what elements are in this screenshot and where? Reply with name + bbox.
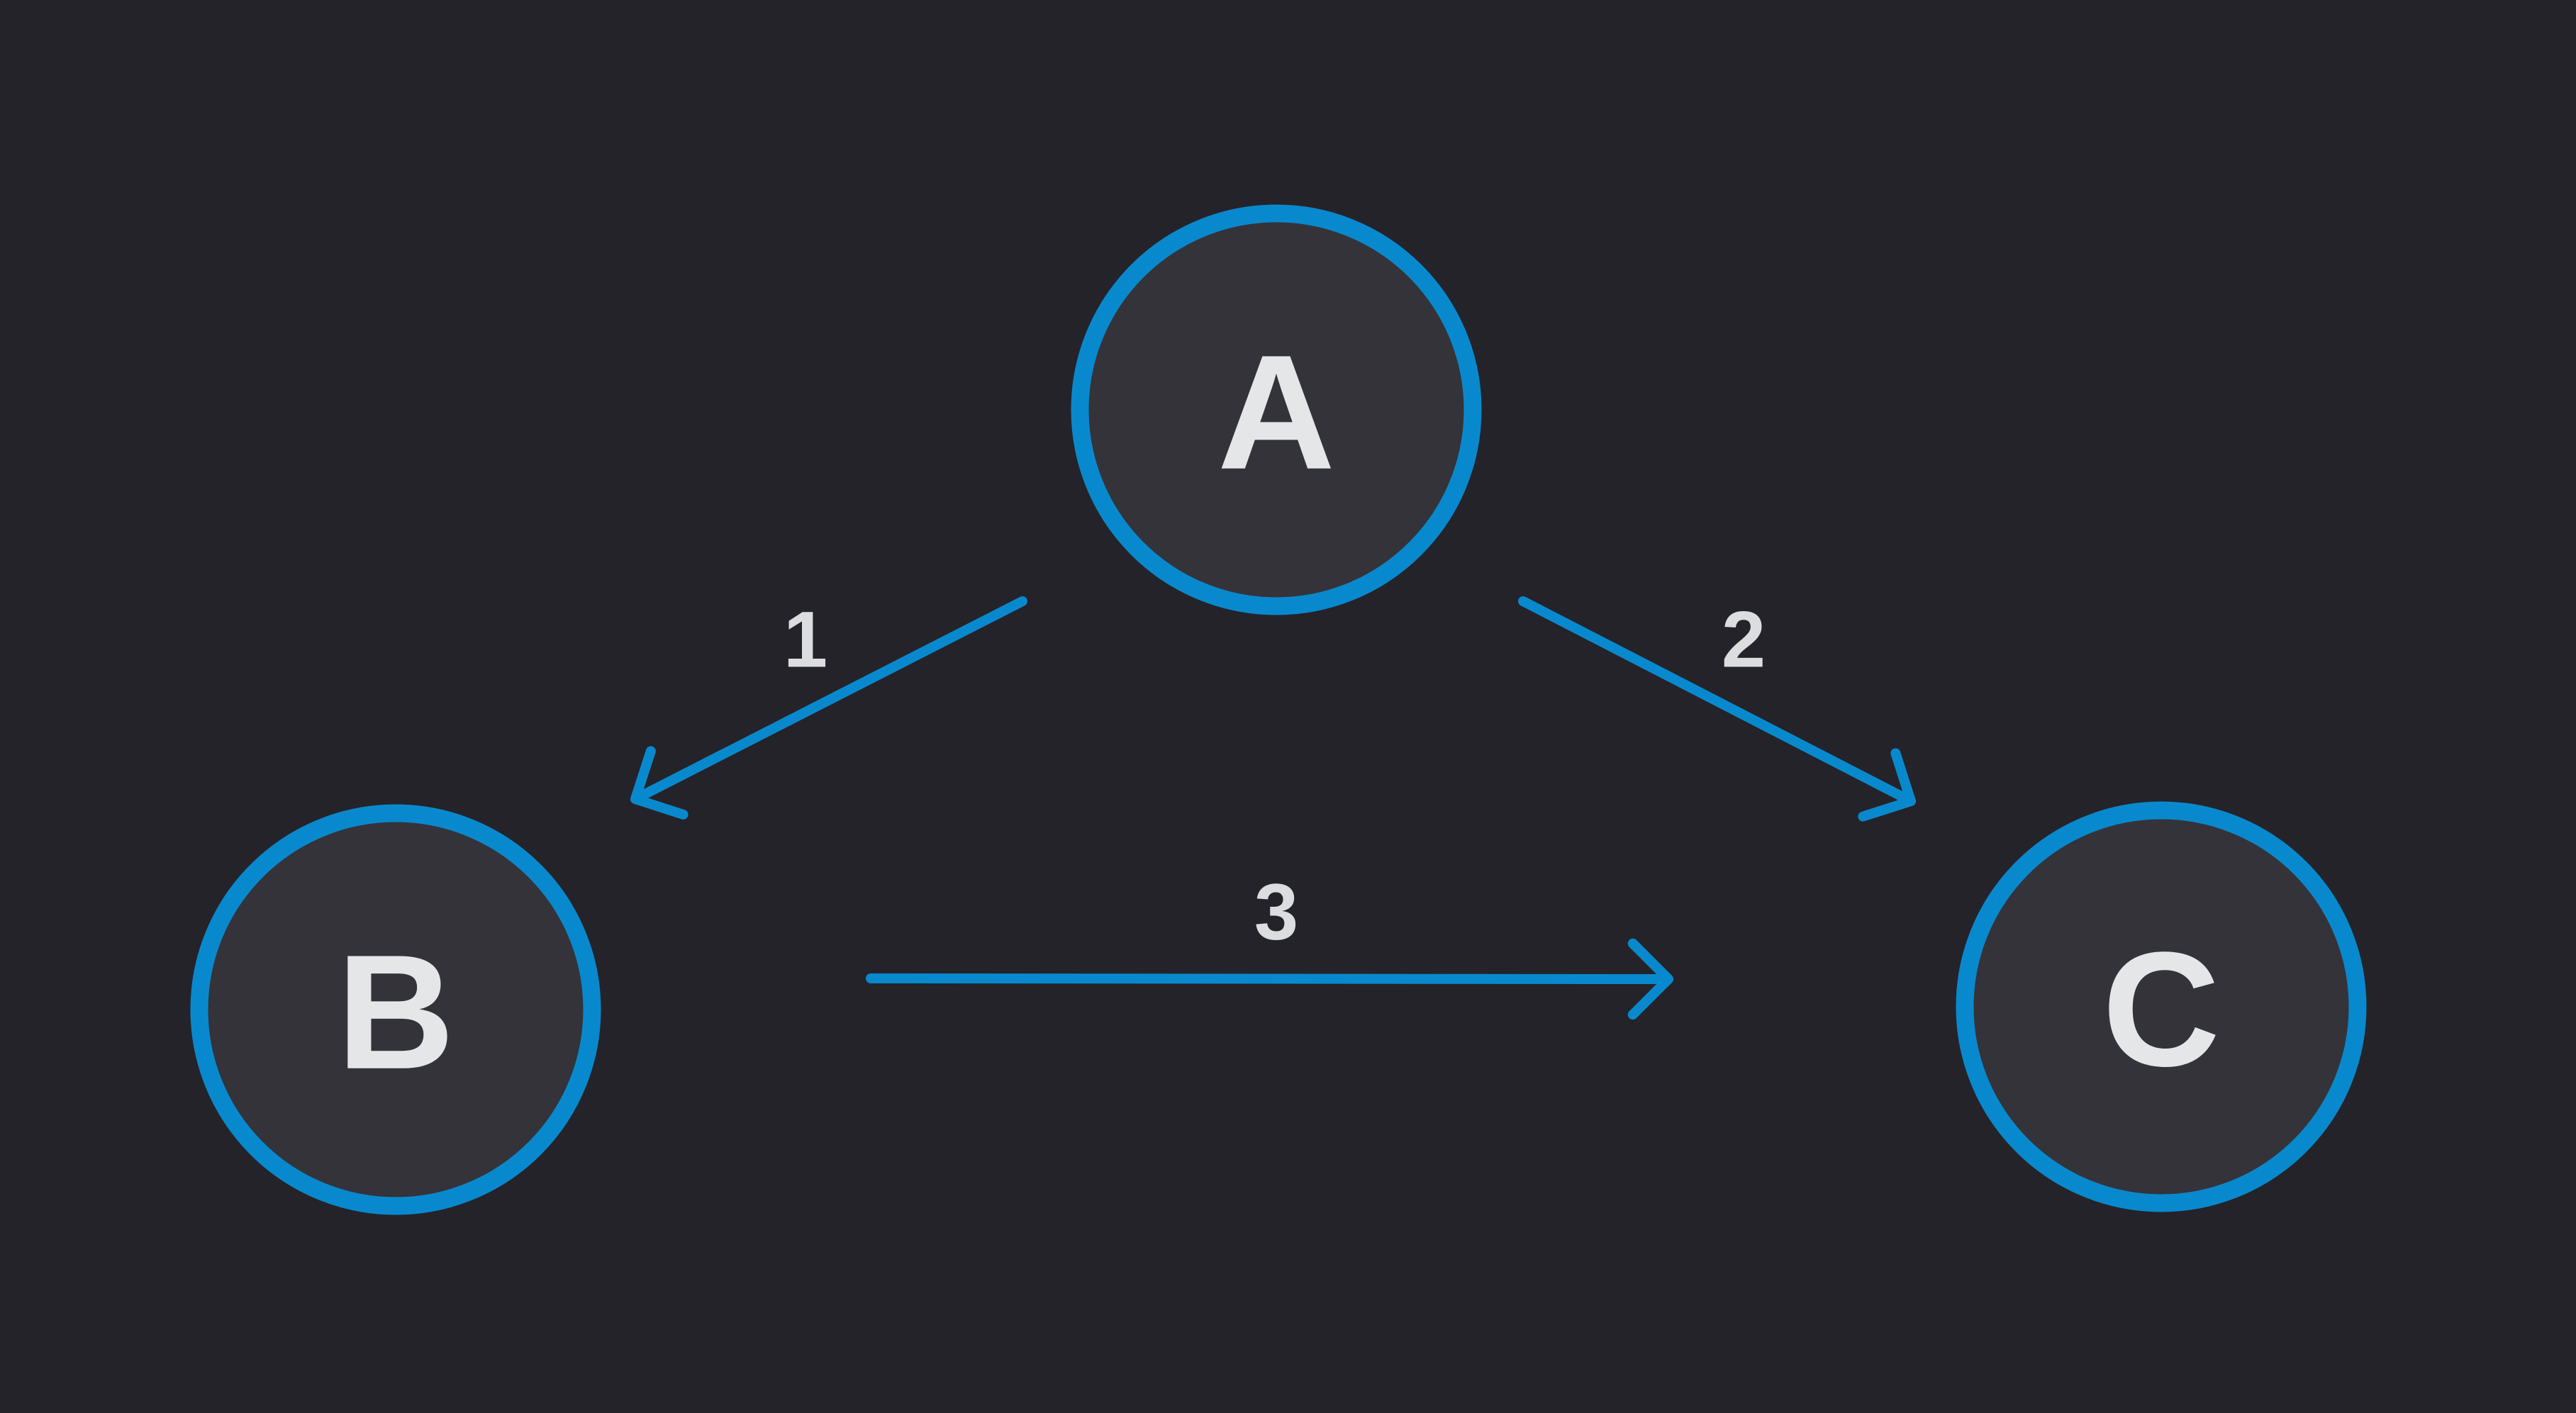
node-B-label: B xyxy=(337,921,455,1103)
node-B[interactable]: B xyxy=(190,804,601,1215)
edge-A-C[interactable]: 2 xyxy=(1518,595,1916,822)
edge-A-B[interactable]: 1 xyxy=(630,595,1027,820)
node-A[interactable]: A xyxy=(1071,204,1482,615)
edge-label-2: 2 xyxy=(1722,595,1766,683)
edges-layer: 1 2 3 xyxy=(630,595,1916,1020)
node-C-circle xyxy=(1956,801,2367,1212)
node-C[interactable]: C xyxy=(1956,801,2367,1212)
edge-shaft xyxy=(866,973,1673,984)
edge-label-3: 3 xyxy=(1254,867,1298,956)
node-C-label: C xyxy=(2102,918,2220,1100)
arrowhead-icon xyxy=(1858,748,1916,822)
node-B-circle xyxy=(190,804,601,1215)
node-A-label: A xyxy=(1217,321,1335,503)
edge-label-1: 1 xyxy=(784,595,827,683)
arrowhead-icon xyxy=(1627,938,1673,1020)
edge-B-C[interactable]: 3 xyxy=(866,867,1673,1020)
nodes-layer: A B C xyxy=(190,204,2367,1215)
edge-shaft xyxy=(1518,596,1916,806)
node-A-circle xyxy=(1071,204,1482,615)
arrowhead-icon xyxy=(630,746,688,820)
edge-shaft xyxy=(630,596,1027,804)
